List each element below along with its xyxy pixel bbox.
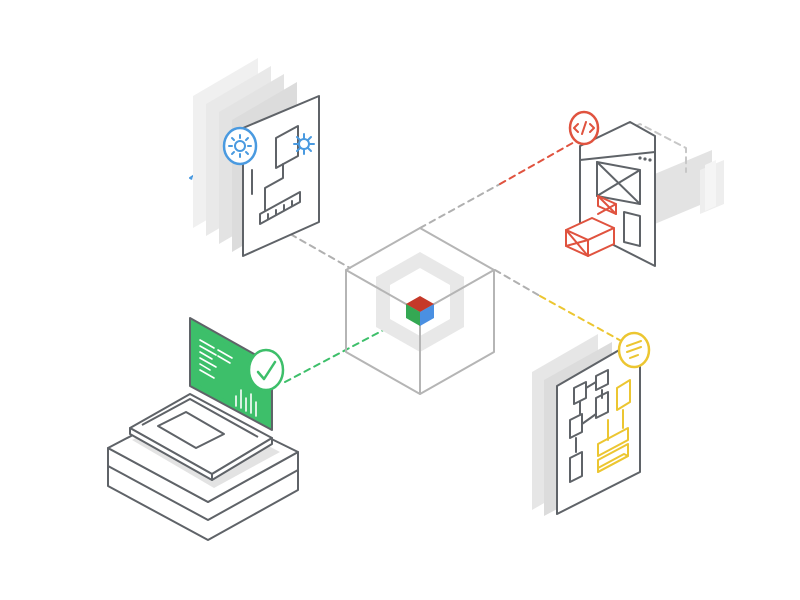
gear-icon — [222, 126, 258, 166]
code-icon — [568, 110, 600, 146]
laptop-check-icon — [107, 317, 299, 541]
isometric-cube-icon — [345, 227, 495, 395]
list-icon — [617, 331, 651, 369]
check-icon — [247, 348, 285, 392]
flowchart-document-icon — [532, 331, 651, 516]
connector-right-gray — [494, 269, 541, 297]
settings-document-icon — [193, 58, 320, 257]
connector-top-right-gray — [419, 183, 501, 229]
connector-top-right — [499, 135, 586, 185]
connector-bottom-right — [539, 295, 626, 344]
code-wireframe-icon — [565, 110, 724, 267]
connector-bottom-left — [284, 315, 411, 383]
